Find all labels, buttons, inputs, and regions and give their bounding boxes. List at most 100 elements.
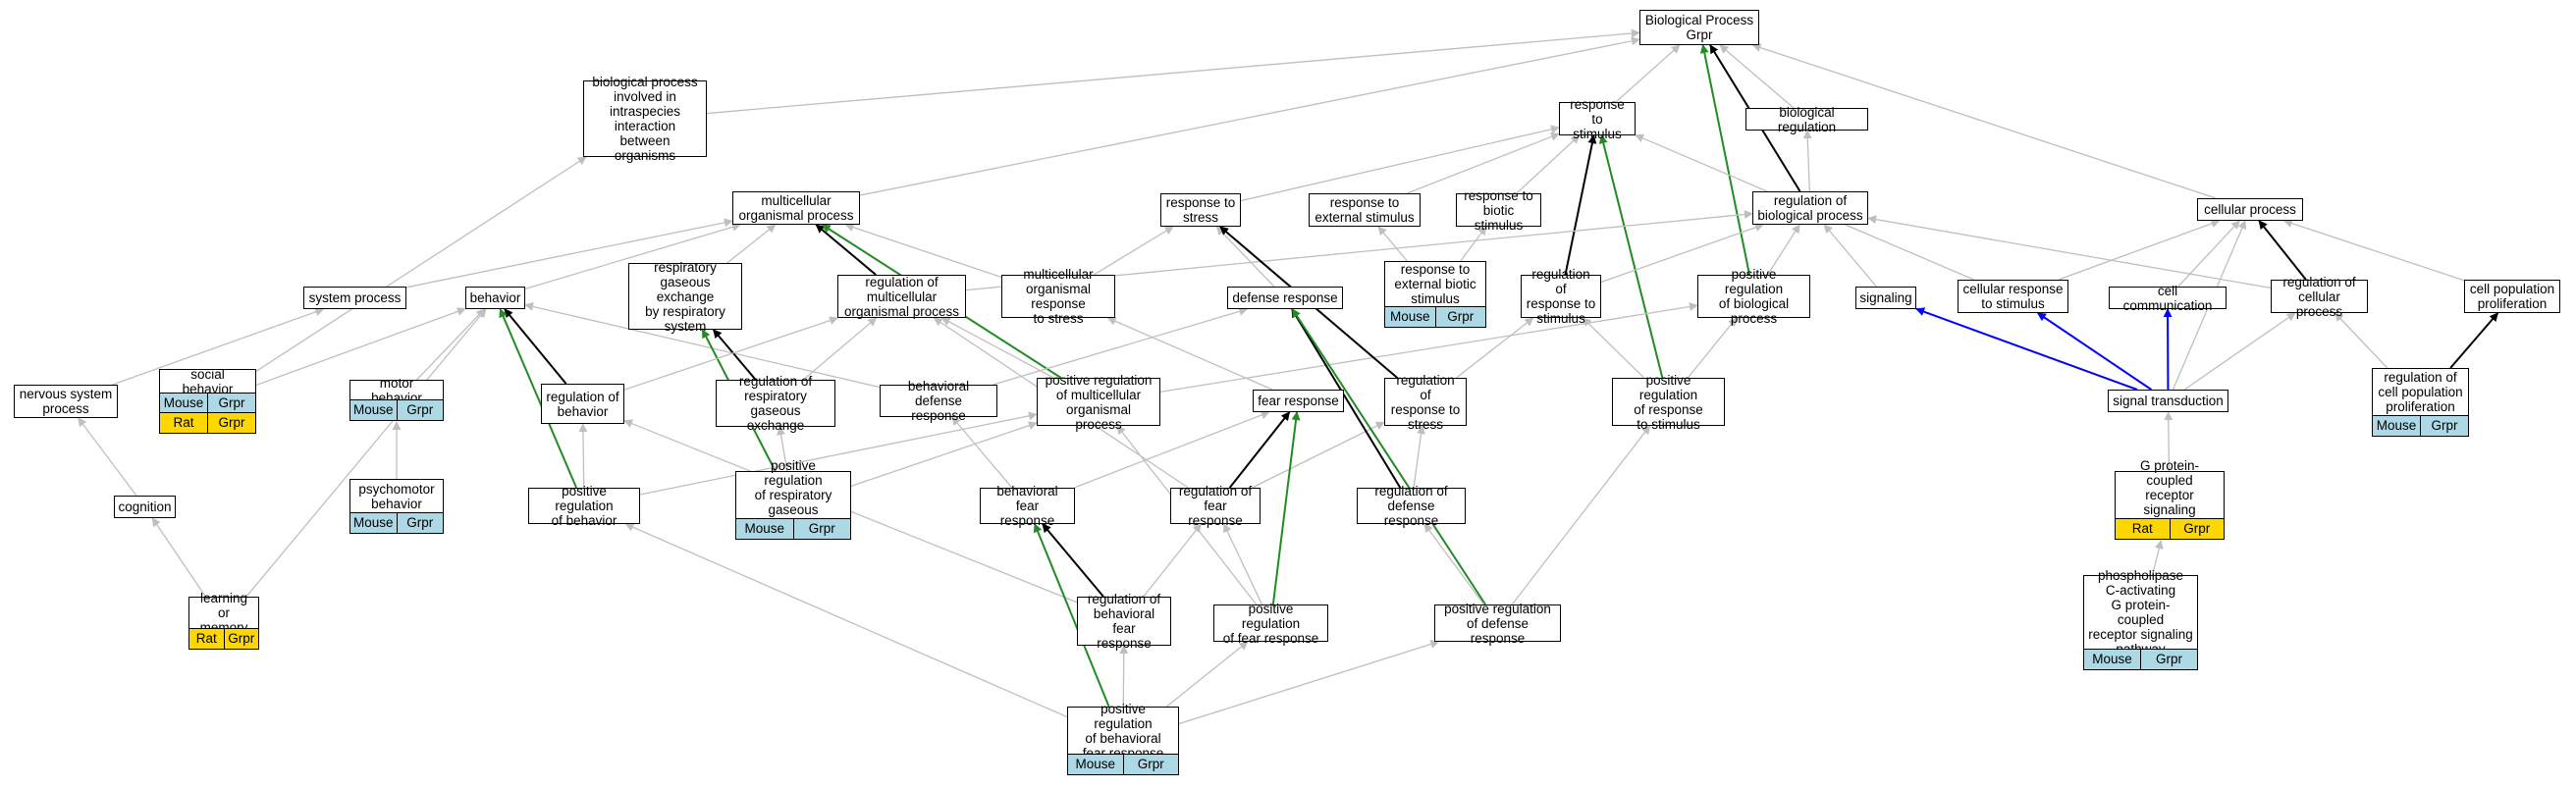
- node-sig-trans[interactable]: signal transduction: [2108, 390, 2228, 412]
- edge-is-a: [1143, 523, 1202, 598]
- edge-is-a: [940, 317, 1054, 379]
- edge-is-a: [255, 307, 466, 387]
- edge-is-a: [1456, 317, 1534, 379]
- gene-tag: Grpr: [793, 517, 851, 540]
- edge-is-a: [1511, 425, 1651, 605]
- node-defense[interactable]: defense response: [1227, 287, 1343, 309]
- node-label-box: cell communication: [2109, 284, 2227, 313]
- node-label-box: cellular process: [2197, 198, 2303, 221]
- edge-is-a: [1073, 410, 1270, 489]
- node-fear[interactable]: fear response: [1253, 390, 1344, 412]
- gene-tag: Grpr: [1123, 753, 1179, 775]
- edge-is-a: [1516, 134, 1581, 194]
- node-label-box: defense response: [1227, 287, 1343, 309]
- node-cell-comm[interactable]: cell communication: [2109, 284, 2227, 313]
- edge-is-a: [624, 523, 1068, 718]
- edge-is-a: [623, 316, 839, 391]
- node-signaling[interactable]: signaling: [1855, 287, 1916, 309]
- edge-is-a: [1719, 44, 1795, 109]
- gene-tag: Grpr: [208, 392, 256, 414]
- edge-positively-regulates: [1699, 44, 1751, 276]
- edge-is-a: [2334, 312, 2388, 369]
- node-bio-reg[interactable]: biological regulation: [1745, 105, 1868, 134]
- gene-tag: Grpr: [2170, 517, 2225, 540]
- edge-is-a: [2164, 411, 2174, 472]
- node-system[interactable]: system process: [303, 287, 406, 309]
- edge-is-a: [1615, 44, 1681, 103]
- edge-is-a: [112, 307, 325, 386]
- edge-is-a: [1215, 226, 1275, 288]
- node-label: signal transduction: [2113, 394, 2224, 408]
- edge-is-a: [993, 306, 1249, 386]
- node-behavior[interactable]: behavior: [465, 287, 525, 309]
- node-cell-proc[interactable]: cellular process: [2197, 198, 2303, 221]
- node-label-box: learning ormemory: [188, 591, 259, 635]
- node-learning[interactable]: learning ormemoryRatGrpr: [188, 591, 259, 650]
- node-label-box: motor behavior: [349, 376, 444, 405]
- species-tag: Mouse: [159, 392, 208, 414]
- edge-part-of: [2258, 220, 2307, 281]
- edge-regulates-other: [1915, 307, 2138, 391]
- edge-is-a: [1423, 523, 1485, 605]
- edge-is-a: [2177, 220, 2240, 288]
- node-cognition[interactable]: cognition: [114, 496, 176, 518]
- edge-part-of: [504, 308, 567, 385]
